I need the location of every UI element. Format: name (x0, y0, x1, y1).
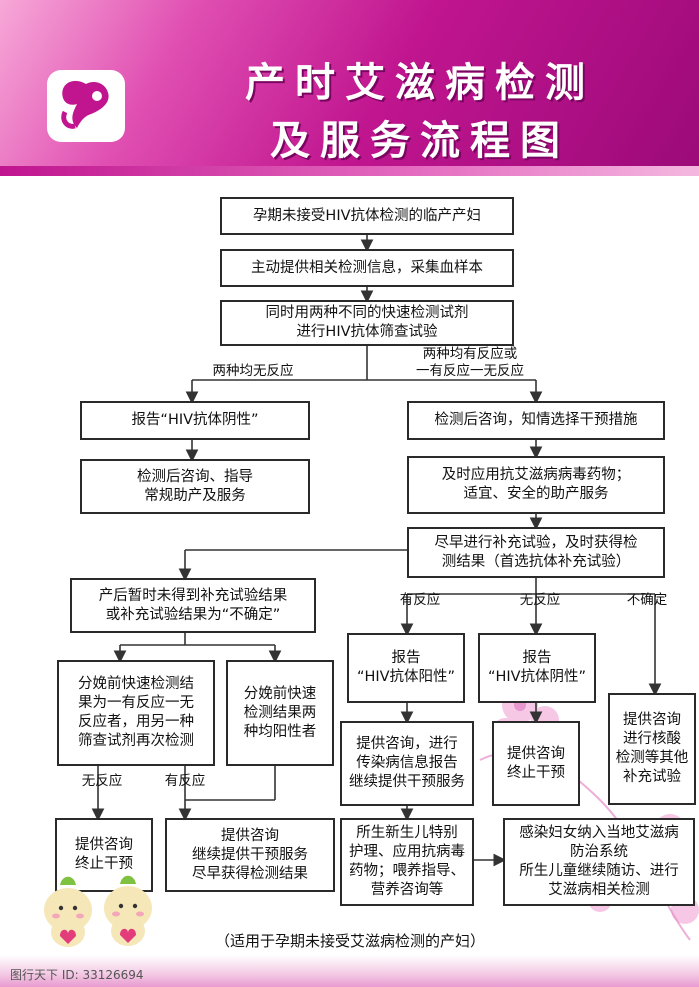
box-both-positive: 分娩前快速 检测结果两 种均阳性者 (226, 660, 334, 766)
box-antiviral-drugs: 及时应用抗艾滋病病毒药物； 适宜、安全的助产服务 (407, 456, 665, 514)
box-post-test-counseling-routine: 检测后咨询、指导 常规助产及服务 (80, 459, 310, 514)
box-report-positive: 报告 “HIV抗体阳性” (347, 633, 465, 703)
label-indeterminate: 不确定 (626, 592, 668, 608)
header-stripe (0, 166, 699, 176)
box-supplementary-test: 尽早进行补充试验，及时获得检 测结果（首选抗体补充试验） (407, 527, 665, 578)
box-postpartum-pending: 产后暂时未得到补充试验结果 或补充试验结果为“不确定” (70, 578, 316, 633)
box-retest-other-reagent: 分娩前快速检测结 果为一有反应一无 反应者，用另一种 筛查试剂再次检测 (57, 660, 215, 766)
box-local-aids-system: 感染妇女纳入当地艾滋病 防治系统 所生儿童继续随访、进行 艾滋病相关检测 (503, 818, 695, 906)
box-continue-intervention: 提供咨询 继续提供干预服务 尽早获得检测结果 (165, 818, 335, 892)
box-counseling-report: 提供咨询，进行 传染病信息报告 继续提供干预服务 (340, 721, 474, 806)
box-terminate-intervention-1: 提供咨询 终止干预 (492, 721, 580, 806)
label-reactive: 两种均有反应或 一有反应一无反应 (416, 346, 524, 379)
label-nonreactive-2: 无反应 (81, 773, 123, 789)
box-pregnant-untested: 孕期未接受HIV抗体检测的临产产妇 (220, 197, 514, 235)
label-both-nonreactive: 两种均无反应 (212, 363, 294, 379)
box-nucleic-acid-test: 提供咨询 进行核酸 检测等其他 补充试验 (608, 693, 696, 805)
box-collect-blood: 主动提供相关检测信息，采集血样本 (220, 249, 514, 287)
box-newborn-care: 所生新生儿特别 护理、应用抗病毒 药物；喂养指导、 营养咨询等 (340, 818, 474, 906)
box-post-test-counseling-intervention: 检测后咨询，知情选择干预措施 (407, 401, 665, 440)
label-reactive-2: 有反应 (164, 773, 206, 789)
box-rapid-screening: 同时用两种不同的快速检测试剂 进行HIV抗体筛查试验 (220, 300, 514, 346)
page-title-line2: 及服务流程图 (270, 118, 570, 164)
bottom-band (0, 955, 699, 987)
footer-note: （适用于孕期未接受艾滋病检测的产妇） (214, 932, 485, 950)
box-report-negative: 报告“HIV抗体阴性” (80, 401, 310, 440)
page-title-line1: 产时艾滋病检测 (245, 60, 595, 106)
watermark: 图行天下 ID: 33126694 (10, 968, 144, 982)
label-nonreactive-1: 无反应 (519, 592, 561, 608)
mother-child-logo-icon (47, 70, 125, 142)
label-reactive-1: 有反应 (399, 592, 441, 608)
box-report-negative-2: 报告 “HIV抗体阴性” (478, 633, 596, 703)
